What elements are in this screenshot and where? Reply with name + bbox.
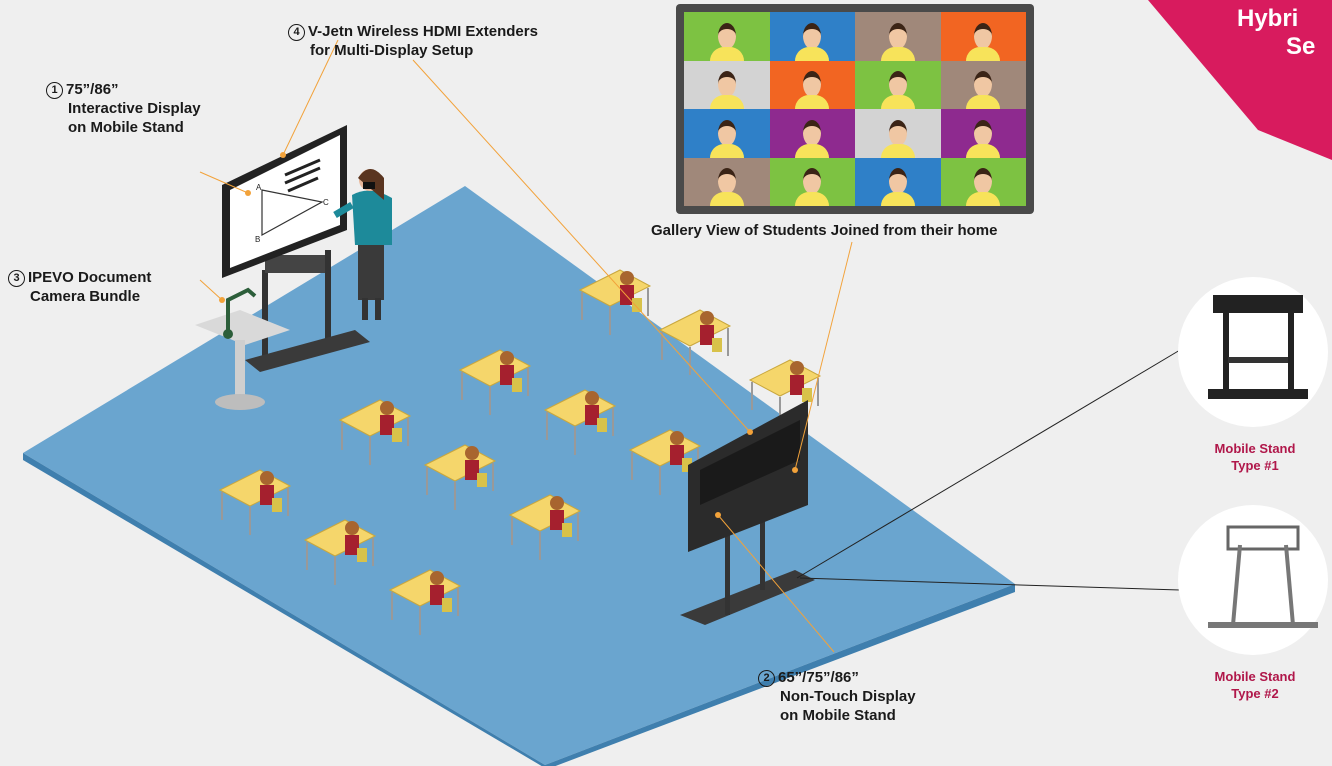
- student-shirt: [709, 192, 744, 206]
- stand-type2-icon: [1208, 525, 1318, 628]
- student-avatar-icon: [974, 71, 993, 98]
- student-shirt: [795, 95, 830, 109]
- gallery-student-tile: [684, 157, 770, 206]
- desk-with-student: [543, 389, 617, 455]
- desk-with-student: [458, 349, 532, 415]
- document-camera-table: [195, 287, 290, 410]
- stand-type1-image: [1178, 277, 1328, 427]
- student-avatar-icon: [717, 71, 736, 98]
- gallery-student-tile: [855, 109, 941, 158]
- student-avatar-icon: [888, 168, 907, 195]
- student-avatar-icon: [888, 22, 907, 49]
- student-shirt: [880, 46, 915, 61]
- desk-with-student: [578, 269, 652, 335]
- teacher-figure: [333, 169, 392, 320]
- student-shirt: [795, 192, 830, 206]
- desk-with-student: [628, 429, 702, 495]
- stand-lines: [796, 349, 1181, 591]
- gallery-student-tile: [855, 12, 941, 61]
- student-shirt: [966, 143, 1001, 158]
- student-avatar-icon: [974, 22, 993, 49]
- student-avatar-icon: [717, 168, 736, 195]
- student-avatar-icon: [717, 119, 736, 146]
- gallery-student-tile: [769, 60, 855, 109]
- callout-number: 2: [758, 670, 775, 687]
- desk-with-student: [658, 309, 732, 375]
- gallery-student-tile: [855, 157, 941, 206]
- stand-type2-label: Mobile Stand Type #2: [1214, 669, 1296, 701]
- banner-title-line1: Hybri: [1237, 5, 1299, 32]
- svg-text:C: C: [323, 198, 329, 207]
- student-shirt: [709, 143, 744, 158]
- student-shirt: [795, 46, 830, 61]
- desk-with-student: [423, 444, 497, 510]
- student-shirt: [880, 143, 915, 158]
- student-avatar-icon: [974, 168, 993, 195]
- interactive-display-stand: A C B: [222, 125, 370, 372]
- student-avatar-icon: [717, 22, 736, 49]
- student-avatar-icon: [803, 119, 822, 146]
- gallery-student-tile: [684, 109, 770, 158]
- gallery-student-tile: [940, 12, 1026, 61]
- student-avatar-icon: [803, 168, 822, 195]
- stand-type1-icon: [1208, 295, 1308, 399]
- gallery-grid: [684, 12, 1026, 206]
- gallery-student-tile: [940, 60, 1026, 109]
- gallery-student-tile: [684, 60, 770, 109]
- stand-type1-label: Mobile Stand Type #1: [1214, 441, 1296, 473]
- student-shirt: [880, 95, 915, 109]
- stand-type2-image: [1178, 505, 1328, 655]
- student-desks: [218, 269, 822, 635]
- desk-with-student: [303, 519, 377, 585]
- student-shirt: [880, 192, 915, 206]
- gallery-student-tile: [769, 109, 855, 158]
- student-avatar-icon: [803, 71, 822, 98]
- banner-title-line2: Se: [1286, 33, 1316, 60]
- desk-with-student: [338, 399, 412, 465]
- svg-text:B: B: [255, 235, 260, 244]
- student-shirt: [966, 95, 1001, 109]
- svg-text:A: A: [256, 183, 262, 192]
- student-shirt: [966, 192, 1001, 206]
- desk-with-student: [508, 494, 582, 560]
- callout-number: 4: [288, 24, 305, 41]
- gallery-student-tile: [855, 60, 941, 109]
- student-avatar-icon: [888, 119, 907, 146]
- leader-lines: [199, 39, 853, 653]
- student-shirt: [795, 143, 830, 158]
- gallery-monitor: [676, 4, 1034, 214]
- student-shirt: [709, 95, 744, 109]
- student-avatar-icon: [974, 119, 993, 146]
- student-shirt: [709, 46, 744, 61]
- gallery-student-tile: [940, 109, 1026, 158]
- student-avatar-icon: [803, 22, 822, 49]
- gallery-student-tile: [684, 12, 770, 61]
- gallery-caption: Gallery View of Students Joined from the…: [651, 222, 998, 239]
- gallery-student-tile: [940, 157, 1026, 206]
- desk-with-student: [388, 569, 462, 635]
- desk-with-student: [218, 469, 292, 535]
- callout-number: 3: [8, 270, 25, 287]
- gallery-student-tile: [769, 157, 855, 206]
- student-shirt: [966, 46, 1001, 61]
- student-avatar-icon: [888, 71, 907, 98]
- callout-number: 1: [46, 82, 63, 99]
- gallery-student-tile: [769, 12, 855, 61]
